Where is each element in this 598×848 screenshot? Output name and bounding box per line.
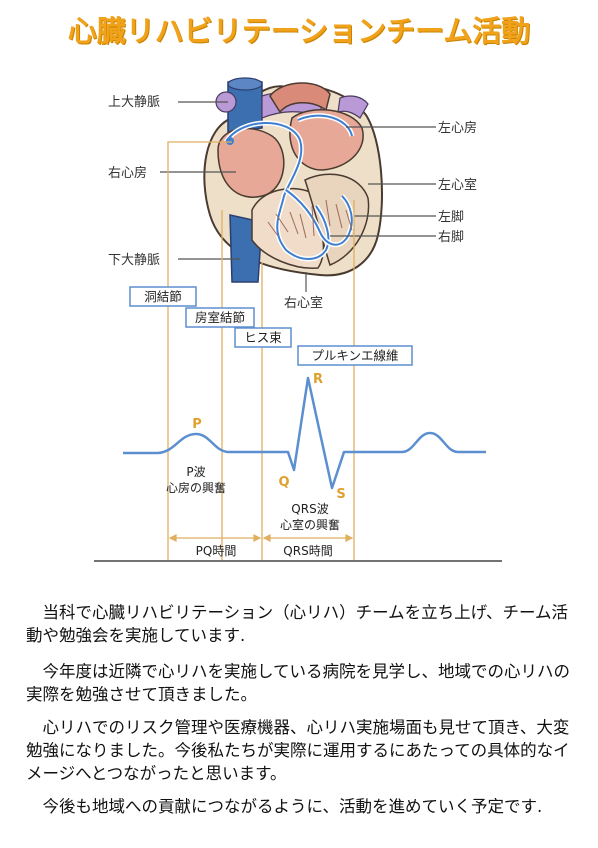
interval-arrows [168, 534, 354, 542]
label-av-node: 房室結節 [195, 310, 245, 325]
label-sa-node: 洞結節 [144, 289, 182, 304]
label-right-bundle: 右脚 [438, 229, 464, 245]
label-left-bundle: 左脚 [438, 209, 464, 225]
qrs-wave-label: QRS波 [291, 502, 328, 516]
paragraph-3: 心リハでのリスク管理や医療機器、心リハ実施場面も見せて頂き、大変勉強になりました… [26, 718, 570, 783]
heart-leader-lines [160, 101, 436, 292]
ecg-label-s: S [336, 487, 345, 502]
pq-interval-label: PQ時間 [196, 544, 237, 558]
p-wave-desc: 心房の興奮 [166, 480, 226, 495]
ecg-label-p: P [192, 417, 202, 432]
heart-ecg-diagram: 上大静脈 右心房 下大静脈 左心房 左心室 左脚 右脚 右心室 洞結節 房室結節… [94, 77, 502, 562]
label-left-ventricle: 左心室 [438, 177, 477, 193]
ecg-label-q: Q [278, 475, 289, 490]
qrs-interval-label: QRS時間 [283, 544, 332, 558]
label-right-atrium: 右心房 [108, 165, 147, 181]
timing-lines [167, 141, 355, 560]
conduction-labels: 洞結節 房室結節 ヒス束 プルキンエ線維 [129, 286, 413, 366]
heart-illustration [203, 77, 383, 283]
paragraph-1: 当科で心臓リハビリテーション（心リハ）チームを立ち上げ、チーム活動や勉強会を実施… [26, 603, 569, 645]
label-his-bundle: ヒス束 [244, 330, 282, 345]
ecg-label-r: R [313, 372, 323, 387]
p-wave-label: P波 [186, 465, 205, 479]
page-title: 心臓リハビリテーションチーム活動 [67, 14, 531, 48]
label-left-atrium: 左心房 [438, 120, 477, 136]
label-inferior-vena-cava: 下大静脈 [108, 253, 160, 268]
ecg-waveform [123, 376, 486, 490]
paragraph-4: 今後も地域への貢献につながるように、活動を進めていく予定です. [26, 797, 543, 816]
label-right-ventricle: 右心室 [284, 295, 323, 311]
paragraph-2: 今年度は近隣で心リハを実施している病院を見学し、地域での心リハの実際を勉強させて… [26, 662, 571, 704]
label-superior-vena-cava: 上大静脈 [108, 95, 160, 110]
label-purkinje: プルキンエ線維 [311, 348, 398, 363]
qrs-wave-desc: 心室の興奮 [280, 517, 340, 532]
